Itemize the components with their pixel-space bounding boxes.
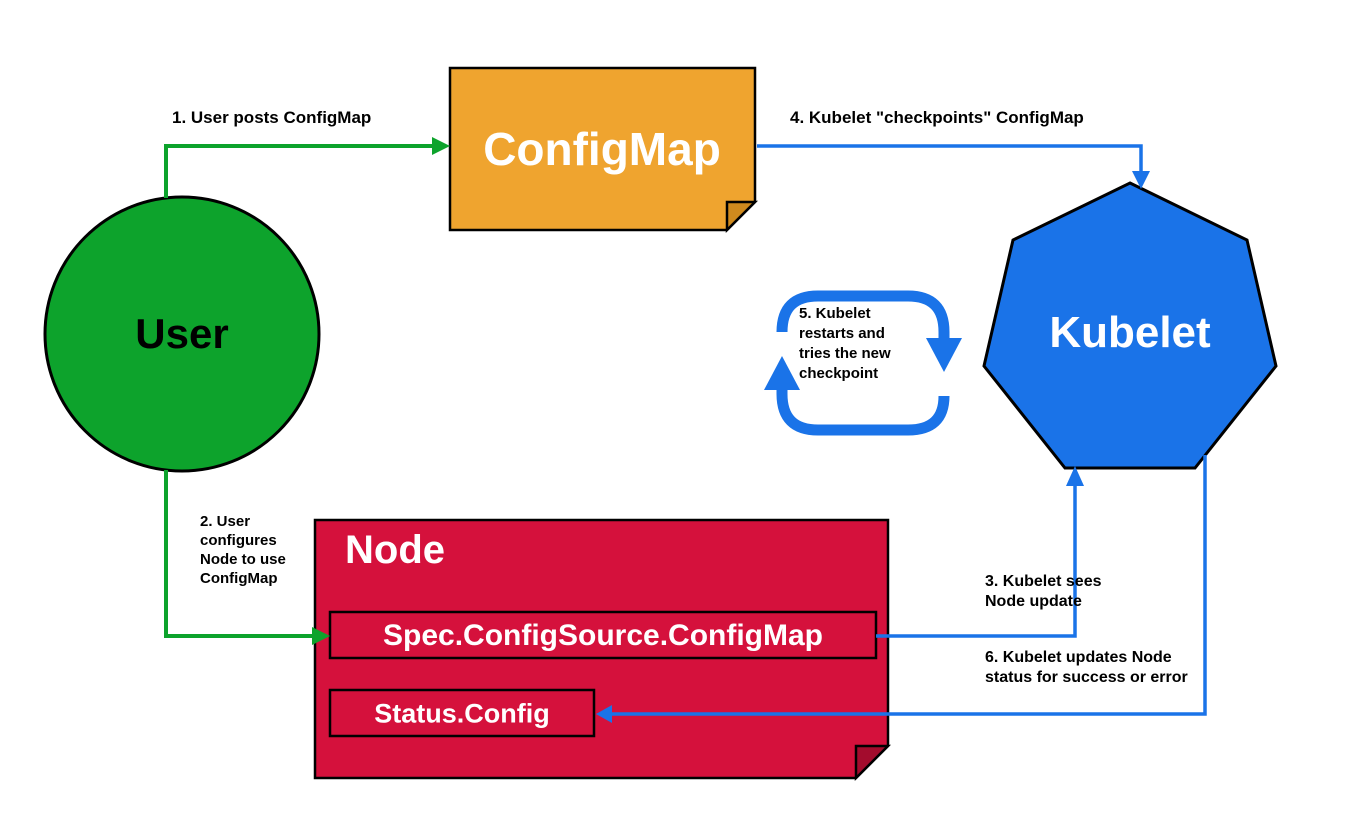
arrow-label-step4: 4. Kubelet "checkpoints" ConfigMap — [790, 108, 1084, 127]
label-line: 2. User — [200, 513, 251, 530]
loop-arrow-bottom-segment — [776, 390, 950, 436]
arrow-step4-head — [1132, 171, 1150, 189]
arrow-label-step2: 2. User configures Node to use ConfigMap — [200, 512, 286, 588]
label-line: ConfigMap — [200, 570, 278, 587]
arrow-label-step3: 3. Kubelet sees Node update — [985, 572, 1102, 612]
status-config-box — [328, 688, 596, 738]
node-fold-corner — [854, 744, 892, 782]
label-line: Node update — [985, 593, 1082, 610]
arrow-label-step1: 1. User posts ConfigMap — [172, 108, 372, 127]
node-label: Node — [345, 528, 445, 572]
label-line: restarts and — [799, 325, 885, 342]
arrow-step3-head — [1066, 466, 1084, 486]
label-line: 3. Kubelet sees — [985, 573, 1102, 590]
arrow-step1-head — [432, 137, 450, 155]
arrow-step6-line — [612, 455, 1207, 716]
label-line: tries the new — [799, 345, 891, 362]
kubelet-heptagon — [982, 181, 1278, 470]
label-line: status for success or error — [985, 669, 1188, 686]
spec-configsource-label: Spec.ConfigSource.ConfigMap — [382, 619, 824, 652]
arrow-step6-head — [596, 705, 612, 723]
loop-arrow-down-head — [926, 338, 962, 372]
arrow-step4-line — [757, 144, 1143, 171]
configmap-fold-corner — [725, 200, 759, 234]
loop-step5-label: 5. Kubelet restarts and tries the new ch… — [799, 304, 891, 384]
status-config-label: Status.Config — [374, 698, 550, 729]
configmap-label: ConfigMap — [483, 123, 721, 175]
label-line: 5. Kubelet — [799, 305, 871, 322]
loop-arrow-up-head — [764, 356, 800, 390]
user-circle — [43, 195, 321, 473]
arrow-step3-line — [876, 486, 1077, 638]
label-line: configures — [200, 532, 277, 549]
label-line: checkpoint — [799, 365, 879, 382]
kubelet-label: Kubelet — [1049, 308, 1211, 357]
arrow-step2-line — [164, 470, 312, 638]
arrow-step2-head — [312, 627, 330, 645]
arrow-step1-line — [164, 144, 432, 198]
label-line: 6. Kubelet updates Node — [985, 649, 1172, 666]
arrow-label-step6: 6. Kubelet updates Node status for succe… — [985, 648, 1188, 688]
loop-arrow-top-segment — [776, 290, 950, 340]
user-label: User — [135, 310, 229, 357]
label-line: Node to use — [200, 551, 286, 568]
